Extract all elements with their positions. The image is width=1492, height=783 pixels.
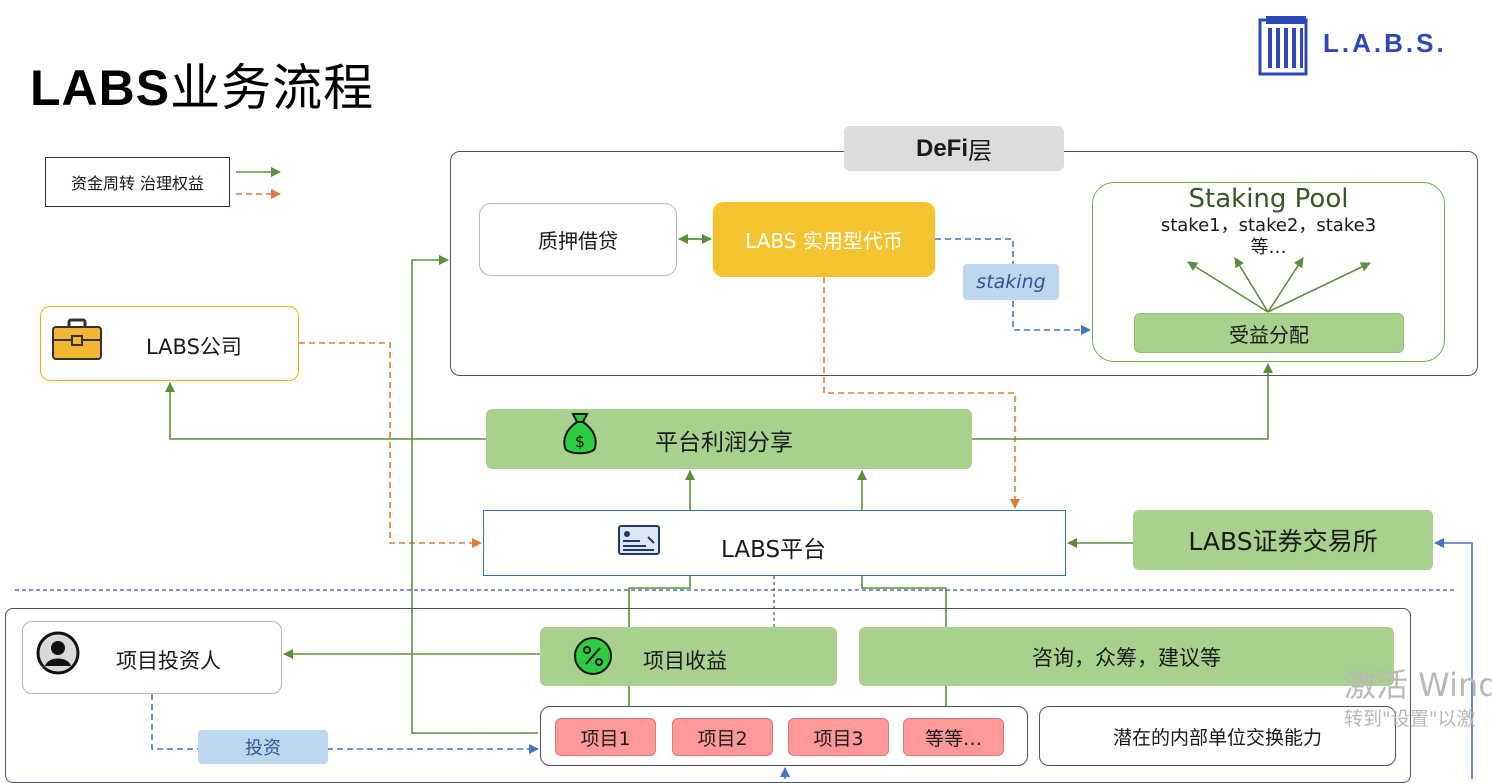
invest-tag: 投资: [198, 730, 328, 764]
labs-logo-text: L.A.B.S.: [1323, 28, 1447, 58]
money-bag-icon: $: [563, 413, 597, 455]
labs-logo-icon: [1258, 16, 1308, 76]
labs-platform-box: [483, 510, 1066, 576]
labs-platform-label: LABS平台: [721, 537, 827, 563]
right-exchange-arrow: [1434, 538, 1473, 779]
staking-pool-box: [1092, 182, 1445, 362]
project-item: 项目2: [672, 718, 773, 756]
percent-icon: [574, 637, 612, 675]
staking-tag: staking: [963, 264, 1059, 300]
company-platform-arrow: [299, 342, 482, 548]
profit-company-arrow: [165, 382, 486, 440]
investor-projects-arrow: [151, 694, 539, 754]
labs-exchange-box: LABS证券交易所: [1133, 510, 1433, 570]
project-item: 项目1: [555, 718, 656, 756]
activation-watermark-hint: 转到"设置"以激: [1344, 708, 1476, 730]
project-income-label: 项目收益: [643, 649, 727, 673]
stake-distribution-arrows: [1187, 257, 1371, 313]
legend: 资金周转 治理权益: [45, 157, 230, 207]
potential-exchange-capability-box: 潜在的内部单位交换能力: [1039, 706, 1396, 766]
labs-utility-token-box: LABS 实用型代币: [713, 202, 935, 277]
briefcase-icon: [52, 318, 102, 360]
benefit-distribution-box: 受益分配: [1134, 313, 1404, 353]
projects-defi-arrow: [411, 255, 538, 734]
project-item: 项目3: [788, 718, 889, 756]
user-icon: [36, 631, 80, 675]
id-card-icon: [618, 525, 660, 555]
staking-pool-stakes: stake1，stake2，stake3 等…: [1160, 215, 1377, 258]
profit-staking-arrow: [972, 363, 1273, 440]
activation-watermark: 激活 Wind: [1344, 666, 1492, 704]
page-title: LABS业务流程: [30, 59, 375, 117]
project-investor-label: 项目投资人: [116, 649, 221, 673]
staking-pool-title: Staking Pool: [1188, 184, 1349, 214]
consulting-crowdfunding-box: 咨询，众筹，建议等: [859, 627, 1394, 686]
project-item: 等等…: [903, 718, 1004, 756]
token-platform-arrow: [823, 277, 1020, 509]
platform-profit-label: 平台利润分享: [655, 430, 793, 456]
pledge-lending-box: 质押借贷: [479, 203, 677, 276]
svg-text:$: $: [575, 432, 585, 451]
labs-company-label: LABS公司: [146, 335, 242, 359]
legend-label: 资金周转 治理权益: [70, 174, 205, 193]
